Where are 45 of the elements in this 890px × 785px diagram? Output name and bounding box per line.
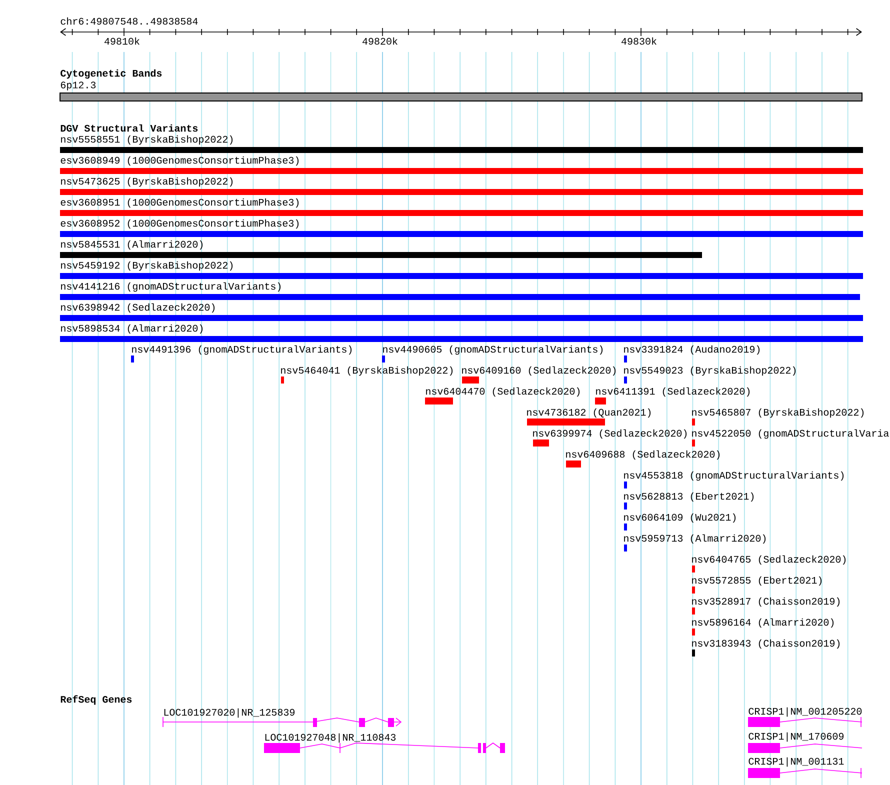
tick-label: 49830k <box>622 37 656 45</box>
feature-label: nsv3391824 (Audano2019) <box>624 345 760 355</box>
feature-label: nsv5465807 (ByrskaBishop2022) <box>692 408 864 418</box>
feature-label: nsv5896164 (Almarri2020) <box>692 618 834 628</box>
feature-label: nsv5473625 (ByrskaBishop2022) <box>61 177 233 187</box>
tick-label: 49810k <box>104 37 140 45</box>
gene-label: LOC101927048|NR_110843 <box>265 733 396 743</box>
feature-label: nsv5459192 (ByrskaBishop2022) <box>61 261 233 271</box>
track-heading: RefSeq Genes <box>60 695 132 705</box>
feature-label: nsv5464041 (ByrskaBishop2022) <box>281 366 453 376</box>
coordinate-label: chr6:49807548..49838584 <box>60 17 198 25</box>
feature-label: nsv4141216 (gnomADStructuralVariants) <box>61 282 281 292</box>
track-heading: DGV Structural Variants <box>60 124 198 132</box>
feature-label: nsv3528917 (Chaisson2019) <box>692 597 840 607</box>
feature-label: nsv4490605 (gnomADStructuralVariants) <box>383 345 603 355</box>
tick-label: 49820k <box>362 37 398 45</box>
feature-label: nsv6064109 (Wu2021) <box>624 513 736 523</box>
band-label: 6p12.3 <box>60 82 96 90</box>
gene-label: CRISP1|NM_001131 <box>748 757 844 767</box>
feature-label: nsv6404765 (Sedlazeck2020) <box>692 555 846 565</box>
feature-label: nsv5572855 (Ebert2021) <box>692 576 822 586</box>
feature-label: nsv5628813 (Ebert2021) <box>624 492 754 502</box>
feature-label: nsv6409688 (Sedlazeck2020) <box>566 450 720 460</box>
feature-label: nsv5549023 (ByrskaBishop2022) <box>624 366 796 376</box>
feature-label: nsv5845531 (Almarri2020) <box>61 240 203 250</box>
gene-label: CRISP1|NM_001205220 <box>748 707 862 717</box>
feature-label: nsv6404470 (Sedlazeck2020) <box>426 387 580 397</box>
feature-label: nsv5558551 (ByrskaBishop2022) <box>61 135 233 145</box>
feature-label: nsv4491396 (gnomADStructuralVariants) <box>132 345 352 355</box>
feature-label: nsv6398942 (Sedlazeck2020) <box>61 303 215 313</box>
feature-label: nsv5959713 (Almarri2020) <box>624 534 766 544</box>
feature-label: nsv4553818 (gnomADStructuralVariants) <box>624 471 844 481</box>
feature-label: nsv6409160 (Sedlazeck2020) <box>462 366 616 376</box>
track-heading: Cytogenetic Bands <box>60 69 162 79</box>
feature-label: nsv3183943 (Chaisson2019) <box>692 639 840 649</box>
gene-label: LOC101927020|NR_125839 <box>164 708 295 718</box>
feature-label: esv3608952 (1000GenomesConsortiumPhase3) <box>60 219 299 229</box>
feature-label: nsv6399974 (Sedlazeck2020) <box>533 429 687 439</box>
feature-label: nsv5898534 (Almarri2020) <box>61 324 203 334</box>
feature-label: esv3608949 (1000GenomesConsortiumPhase3) <box>60 156 299 166</box>
feature-label: nsv4522050 (gnomADStructuralVaria <box>692 429 889 439</box>
feature-label: nsv4736182 (Quan2021) <box>527 408 651 418</box>
feature-label: esv3608951 (1000GenomesConsortiumPhase3) <box>60 198 299 208</box>
feature-label: nsv6411391 (Sedlazeck2020) <box>596 387 750 397</box>
gene-label: CRISP1|NM_170609 <box>748 732 844 742</box>
